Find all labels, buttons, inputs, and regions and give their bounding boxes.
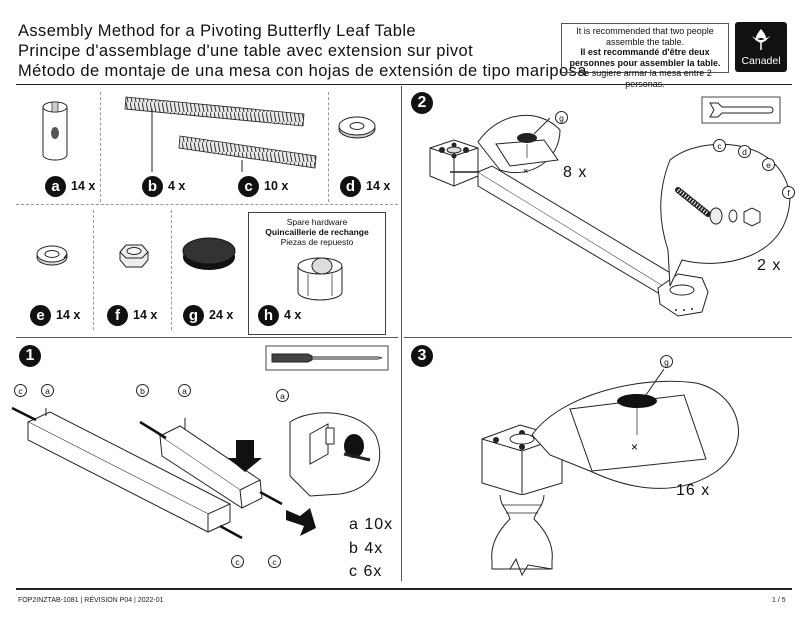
- label-b: b: [136, 384, 149, 397]
- part-c-callout: c 10 x: [238, 175, 289, 197]
- notice-line-1: It is recommended that two people: [576, 26, 714, 36]
- notice-line-2: assemble the table.: [605, 36, 685, 47]
- grid-divider: [16, 204, 398, 205]
- header-rule: [16, 84, 792, 85]
- lock-washer-illustration: [36, 245, 68, 266]
- part-g-letter: g: [183, 304, 204, 326]
- felt-pad-illustration: [182, 237, 236, 270]
- svg-text:×: ×: [523, 166, 528, 176]
- part-a-letter: a: [45, 175, 66, 197]
- step-2-hardware-count: 2 x: [757, 257, 782, 274]
- svg-text:×: ×: [631, 440, 638, 454]
- document-reference: FOP2INZTAB-1081 | RÉVISION P04 | 2022-01: [18, 597, 164, 604]
- part-c-qty: 10 x: [264, 179, 289, 193]
- step-3-badge: 3: [411, 345, 433, 367]
- page-number: 1 / 5: [772, 597, 786, 604]
- title-french: Principe d'assemblage d'une table avec e…: [18, 42, 474, 60]
- spare-label-es: Piezas de repuesto: [280, 237, 354, 247]
- title-english: Assembly Method for a Pivoting Butterfly…: [18, 22, 416, 40]
- part-h-callout: h 4 x: [258, 304, 302, 326]
- label-a: a: [41, 384, 54, 397]
- label-e: e: [762, 158, 775, 171]
- step-1-count-b: b 4x: [349, 540, 384, 557]
- step-1-count-c: c 6x: [349, 563, 383, 580]
- label-g: g: [555, 111, 568, 124]
- part-e-callout: e 14 x: [30, 304, 81, 326]
- notice-line-5: Se sugiere armar la mesa entre 2 persona…: [578, 68, 712, 89]
- part-a-callout: a 14 x: [45, 175, 96, 197]
- wrench-illustration: [701, 96, 781, 124]
- part-b-letter: b: [142, 175, 163, 197]
- spare-hardware-box: Spare hardware Quincaillerie de rechange…: [248, 212, 386, 335]
- flat-washer-illustration: [338, 116, 376, 139]
- notice-line-3: Il est recommandé d'être deux: [580, 47, 710, 57]
- label-d: d: [738, 145, 751, 158]
- part-h-letter: h: [258, 304, 279, 326]
- threaded-rods-illustration: [124, 96, 317, 172]
- grid-divider: [93, 210, 94, 330]
- step-3-felt-count: 16 x: [676, 482, 711, 499]
- part-c-letter: c: [238, 175, 259, 197]
- label-f: f: [782, 186, 795, 199]
- part-e-qty: 14 x: [56, 308, 81, 322]
- footer-rule: [16, 588, 792, 590]
- step-3-leg-illustration: ×: [481, 368, 739, 577]
- step-2-assembly-illustration: ×: [429, 114, 791, 317]
- spare-label-fr: Quincaillerie de rechange: [265, 227, 369, 237]
- part-a-qty: 14 x: [71, 179, 96, 193]
- part-d-callout: d 14 x: [340, 175, 391, 197]
- label-c: c: [268, 555, 281, 568]
- step-1-assembly-illustration: [11, 406, 381, 540]
- grid-divider: [171, 210, 172, 330]
- leaf-icon: [752, 29, 770, 50]
- part-d-qty: 14 x: [366, 179, 391, 193]
- part-f-callout: f 14 x: [107, 304, 158, 326]
- label-a: a: [178, 384, 191, 397]
- spare-label-en: Spare hardware: [286, 217, 348, 227]
- grid-divider: [100, 92, 101, 202]
- label-c: c: [713, 139, 726, 152]
- step-2-felt-count: 8 x: [563, 164, 588, 181]
- hex-nut-illustration: [119, 244, 149, 268]
- part-f-qty: 14 x: [133, 308, 158, 322]
- label-a: a: [276, 389, 289, 402]
- part-f-letter: f: [107, 304, 128, 326]
- part-b-callout: b 4 x: [142, 175, 186, 197]
- center-divider: [401, 86, 402, 581]
- part-g-callout: g 24 x: [183, 304, 234, 326]
- two-person-notice: It is recommended that two people assemb…: [561, 23, 729, 89]
- part-d-letter: d: [340, 175, 361, 197]
- screwdriver-illustration: [265, 345, 389, 371]
- notice-line-4: personnes pour assembler la table.: [569, 57, 721, 68]
- part-g-qty: 24 x: [209, 308, 234, 322]
- step-1-count-a: a 10x: [349, 516, 394, 533]
- step-2-badge: 2: [411, 92, 433, 114]
- swivel-caster-illustration: [297, 257, 343, 301]
- step-1-badge: 1: [19, 345, 41, 367]
- label-g: g: [660, 355, 673, 368]
- logo-text: Canadel: [741, 55, 781, 67]
- part-h-qty: 4 x: [284, 308, 302, 322]
- left-divider: [16, 337, 398, 338]
- part-e-letter: e: [30, 304, 51, 326]
- right-divider: [404, 337, 792, 338]
- title-spanish: Método de montaje de una mesa con hojas …: [18, 62, 587, 80]
- canadel-logo: Canadel: [735, 22, 787, 72]
- cross-dowel-illustration: [42, 101, 68, 161]
- label-c: c: [14, 384, 27, 397]
- part-b-qty: 4 x: [168, 179, 186, 193]
- label-c: c: [231, 555, 244, 568]
- grid-divider: [328, 92, 329, 202]
